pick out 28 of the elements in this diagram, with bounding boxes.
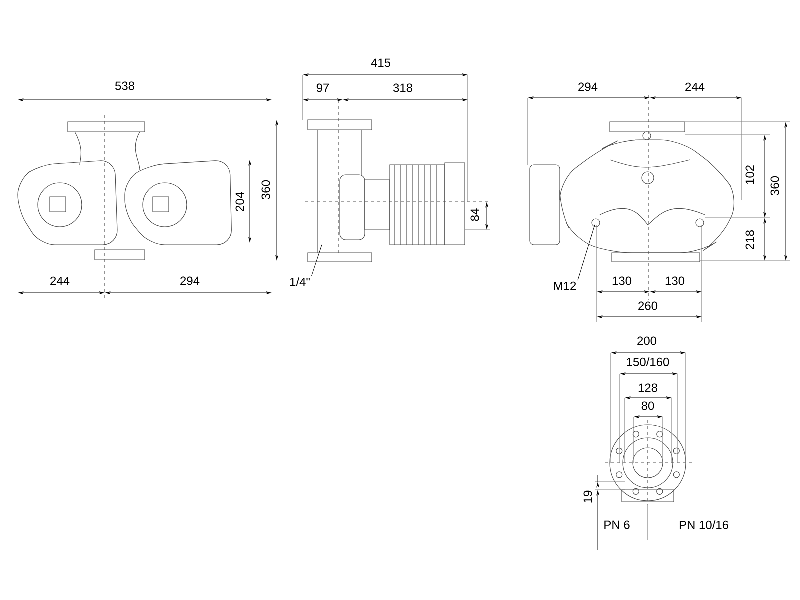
dimension-label: 318	[393, 84, 412, 92]
dimension-label: 19	[584, 490, 592, 503]
leader-line	[311, 244, 322, 277]
dimension-label: 538	[115, 82, 134, 90]
callout-label: 1/4"	[290, 278, 310, 286]
dimension-label: 360	[770, 176, 780, 196]
dimension-label: 128	[638, 384, 658, 392]
dimension-label: 84	[470, 208, 480, 222]
dimension-label: 150/160	[627, 358, 670, 366]
callout-label: M12	[554, 282, 576, 290]
pressure-label: PN 10/16	[680, 520, 728, 530]
pressure-label: PN 6	[604, 520, 630, 530]
leader-line	[578, 224, 596, 281]
dimension-label: 102	[746, 166, 754, 184]
dimension-label: 294	[578, 82, 598, 92]
dimension-label: 415	[371, 58, 390, 68]
dimension-label: 360	[262, 180, 270, 200]
dimension-label: 97	[316, 84, 330, 92]
dimension-label: 260	[638, 302, 658, 310]
dimension-label: 130	[666, 276, 685, 286]
dimension-label: 244	[50, 276, 70, 286]
dimension-label: 204	[236, 192, 244, 212]
dimension-label: 80	[642, 402, 654, 410]
dimension-label: 130	[612, 276, 632, 286]
dimension-label: 294	[180, 276, 200, 286]
dimension-label: 200	[638, 336, 657, 346]
dimension-label: 244	[686, 82, 705, 92]
dimension-label: 218	[746, 230, 754, 250]
